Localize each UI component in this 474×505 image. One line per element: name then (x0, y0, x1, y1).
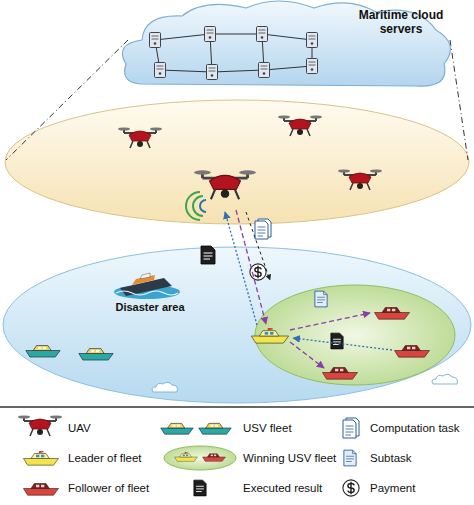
legend-label: USV fleet (243, 421, 345, 435)
uav-icon-part (278, 115, 322, 136)
legend-separator (0, 406, 474, 408)
signal-arcs-part (200, 200, 206, 212)
signal-arcs-part (186, 192, 200, 220)
legend-label: Executed result (243, 481, 345, 495)
usv-fleet-icon-part (79, 349, 113, 360)
usv-layer-plane (3, 247, 471, 403)
legend-label: Subtask (370, 451, 472, 465)
result-flow-arrow (293, 338, 392, 350)
legend-icons-part (18, 415, 62, 436)
uav-layer-plane (5, 100, 469, 224)
legend-icons-part (24, 484, 59, 496)
follower-boat-part (375, 308, 410, 320)
disaster-ship (114, 273, 180, 299)
uav-icon-part (194, 170, 256, 199)
uav-icon-part (338, 169, 382, 190)
usv-fleet-icon-part (26, 346, 60, 357)
cloud-node: Maritime cloud servers (118, 0, 454, 92)
follower-boat-part (395, 346, 430, 358)
signal-arcs (186, 192, 206, 220)
signal-arcs-part (193, 196, 203, 216)
legend-label: Leader of fleet (68, 451, 170, 465)
legend-icons-part (164, 446, 236, 470)
uav-icon-part (118, 127, 162, 148)
legend-icons (18, 415, 359, 496)
legend-icons-part (161, 423, 193, 434)
legend-icons-part (344, 450, 356, 466)
sea-wave-part (152, 382, 177, 392)
legend-icons-part (194, 480, 206, 496)
cloud-shape (122, 1, 450, 86)
legend-label: Payment (370, 481, 472, 495)
subtask-flow-arrow (290, 342, 324, 368)
legend-icons-part (24, 451, 59, 465)
follower-boat-part (323, 368, 358, 380)
cloud-label: Maritime cloud servers (352, 8, 450, 36)
legend-label: UAV (68, 421, 170, 435)
leader-boat (251, 328, 288, 343)
legend-icons-part (343, 480, 359, 496)
subtask-flow-arrow (290, 313, 370, 330)
sea-wave-part (432, 374, 457, 384)
legend-icons-part (343, 418, 359, 438)
legend-icons-part (203, 454, 226, 462)
legend-label: Computation task (370, 421, 472, 435)
legend-icons-part (175, 452, 198, 461)
subtask-icon (315, 291, 327, 307)
legend-label: Winning USV fleet (243, 451, 345, 465)
legend-icons-part (199, 423, 231, 434)
executed-result-icon (201, 246, 215, 264)
computation-task-icon (255, 219, 271, 239)
winning-fleet-area (255, 285, 455, 385)
payment-flow-arrow (246, 212, 270, 280)
uav-icon (118, 115, 382, 199)
area-label: Disaster area (95, 301, 205, 314)
usv-fleet-icon (26, 346, 113, 360)
executed-result-icon (331, 333, 343, 349)
legend-label: Follower of fleet (68, 481, 170, 495)
